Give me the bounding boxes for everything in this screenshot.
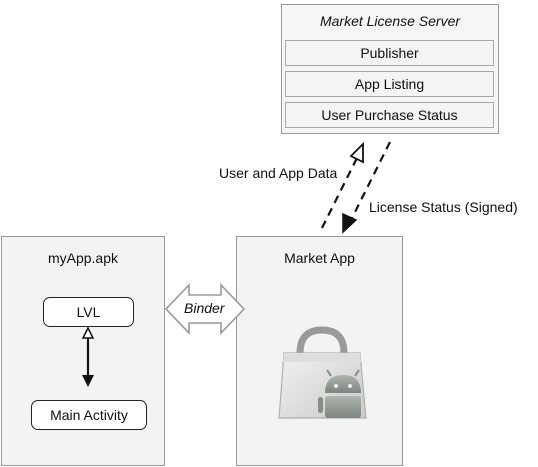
license-status-arrow: [342, 141, 391, 234]
server-row-publisher: Publisher: [285, 40, 494, 66]
main-activity-box: Main Activity: [31, 400, 147, 430]
myapp-apk-panel: myApp.apk LVL Main Activity: [1, 236, 165, 466]
user-app-data-arrow: [321, 141, 364, 229]
server-row-app-listing: App Listing: [285, 71, 494, 97]
server-row-user-purchase-status: User Purchase Status: [285, 102, 494, 128]
binder-arrow: [164, 283, 246, 335]
binder-label: Binder: [184, 300, 225, 316]
market-license-server: Market License Server Publisher App List…: [281, 4, 499, 134]
myapp-apk-title: myApp.apk: [47, 250, 119, 266]
license-status-label: License Status (Signed): [369, 199, 518, 215]
server-title: Market License Server: [319, 13, 461, 29]
market-app-panel: Market App: [236, 236, 403, 466]
lvl-box: LVL: [43, 297, 134, 327]
market-app-title: Market App: [284, 250, 355, 266]
market-bag-icon: [278, 326, 367, 419]
user-app-data-label: User and App Data: [219, 165, 338, 181]
android-robot-icon: [318, 369, 361, 418]
lvl-main-activity-arrow: [81, 326, 95, 387]
